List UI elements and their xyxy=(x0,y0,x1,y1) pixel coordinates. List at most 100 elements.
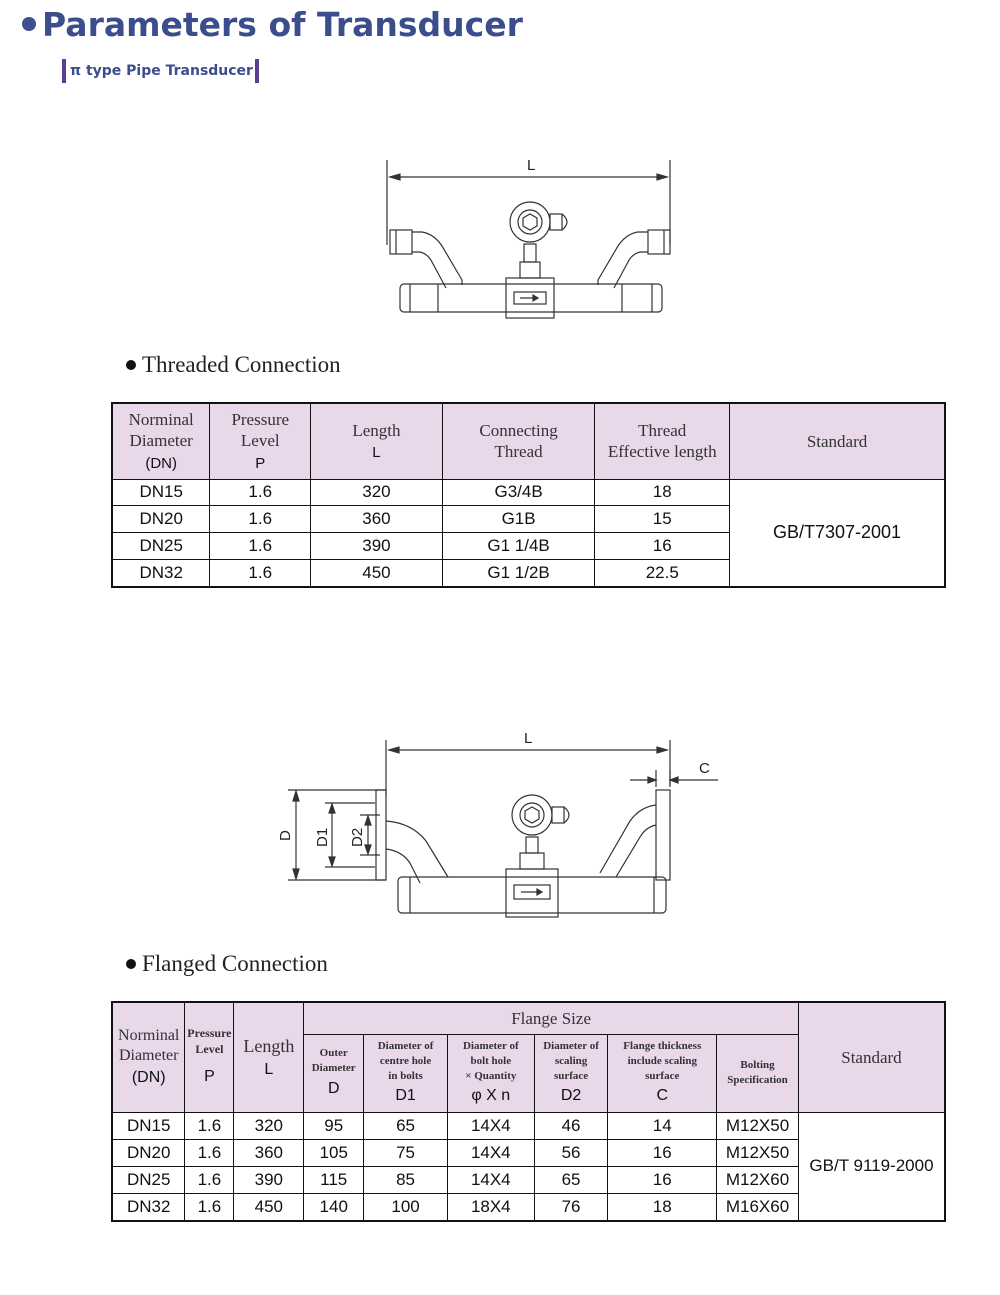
cell-bolt-hole: 14X4 xyxy=(446,1138,535,1167)
dimension-L-label: L xyxy=(524,730,532,747)
cell-sealing-surface: 56 xyxy=(533,1138,609,1167)
cell-pressure: 1.6 xyxy=(209,505,312,534)
cell-bolting: M12X50 xyxy=(716,1138,799,1167)
subtitle-row: π type Pipe Transducer xyxy=(62,58,259,84)
cell-standard: GB/T7307-2001 xyxy=(729,478,946,588)
col-length: Length L xyxy=(310,402,443,480)
dimension-D1-label: D1 xyxy=(314,828,331,847)
subtitle-left-bar xyxy=(62,59,66,83)
cell-sealing-surface: 46 xyxy=(533,1111,609,1140)
threaded-header-row: Norminal Diameter (DN) Pressure Level P … xyxy=(111,402,946,480)
cell-dn: DN20 xyxy=(111,1138,186,1167)
cell-flange-thickness: 16 xyxy=(607,1165,718,1194)
dimension-L-label: L xyxy=(527,157,535,174)
cell-flange-thickness: 18 xyxy=(607,1192,718,1222)
col-bolting-specification: Bolting Specification xyxy=(716,1033,799,1113)
dimension-D2-label: D2 xyxy=(349,828,366,847)
threaded-heading-text: Threaded Connection xyxy=(142,352,341,377)
cell-length: 360 xyxy=(233,1138,305,1167)
col-bolt-hole-quantity: Diameter of bolt hole × Quantity φ X n xyxy=(446,1033,535,1113)
cell-effective-length: 18 xyxy=(594,478,731,507)
cell-standard: GB/T 9119-2000 xyxy=(797,1111,946,1222)
table-row: DN25 1.6 390 115 85 14X4 65 16 M12X60 xyxy=(111,1165,945,1194)
col-flange-thickness: Flange thickness include scaling surface… xyxy=(607,1033,718,1113)
cell-thread: G1 1/4B xyxy=(441,532,596,560)
cell-pressure: 1.6 xyxy=(209,532,312,560)
cell-pressure: 1.6 xyxy=(184,1138,235,1167)
cell-flange-thickness: 16 xyxy=(607,1138,718,1167)
cell-thread: G1B xyxy=(441,505,596,534)
cell-effective-length: 15 xyxy=(594,505,731,534)
table-row: DN15 1.6 320 95 65 14X4 46 14 M12X50 GB/… xyxy=(111,1111,946,1222)
cell-thread: G1 1/2B xyxy=(441,558,596,588)
threaded-section-heading: Threaded Connection xyxy=(126,352,341,378)
page-title-row: Parameters of Transducer xyxy=(22,2,523,46)
page-subtitle: π type Pipe Transducer xyxy=(70,63,253,79)
flanged-section-heading: Flanged Connection xyxy=(126,951,328,977)
page-title: Parameters of Transducer xyxy=(42,4,523,44)
cell-dn: DN20 xyxy=(111,505,211,534)
threaded-connection-table: Norminal Diameter (DN) Pressure Level P … xyxy=(111,402,946,588)
cell-sealing-surface: 65 xyxy=(533,1165,609,1194)
cell-bolting: M12X50 xyxy=(716,1111,799,1140)
cell-length: 320 xyxy=(310,478,443,507)
cell-sealing-surface: 76 xyxy=(533,1192,609,1222)
cell-length: 390 xyxy=(310,532,443,560)
flanged-header-row-1: Norminal Diameter (DN) Pressure Level P … xyxy=(111,1001,946,1113)
cell-dn: DN25 xyxy=(111,1165,186,1194)
col-length: Length L xyxy=(233,1001,305,1113)
cell-dn: DN32 xyxy=(111,558,211,588)
col-thread-effective-length: Thread Effective length xyxy=(594,402,731,480)
section-bullet-icon xyxy=(126,959,136,969)
cell-pressure: 1.6 xyxy=(184,1165,235,1194)
bullet-dot-icon xyxy=(22,17,36,31)
section-bullet-icon xyxy=(126,360,136,370)
flanged-heading-text: Flanged Connection xyxy=(142,951,328,976)
table-row: DN32 1.6 450 G1 1/2B 22.5 xyxy=(111,558,945,588)
cell-length: 360 xyxy=(310,505,443,534)
cell-thread: G3/4B xyxy=(441,478,596,507)
cell-bolt-hole: 14X4 xyxy=(446,1165,535,1194)
dimension-D-label: D xyxy=(277,830,294,841)
cell-bolting: M16X60 xyxy=(716,1192,799,1222)
col-pressure-level: Pressure Level P xyxy=(209,402,312,480)
cell-outer-diameter: 140 xyxy=(303,1192,365,1222)
cell-pressure: 1.6 xyxy=(209,478,312,507)
table-row: DN32 1.6 450 140 100 18X4 76 18 M16X60 xyxy=(111,1192,945,1222)
flanged-header-row-2: Outer Diameter D Diameter of centre hole… xyxy=(112,1033,945,1113)
col-pressure-level: Pressure Level P xyxy=(184,1001,235,1113)
cell-bolting: M12X60 xyxy=(716,1165,799,1194)
col-centre-hole-diameter: Diameter of centre hole in bolts D1 xyxy=(363,1033,448,1113)
col-nominal-diameter: Norminal Diameter (DN) xyxy=(111,402,211,480)
col-group-flange-size: Flange Size xyxy=(303,1001,799,1035)
cell-dn: DN15 xyxy=(111,1111,186,1140)
table-row: DN20 1.6 360 105 75 14X4 56 16 M12X50 xyxy=(111,1138,945,1167)
cell-pressure: 1.6 xyxy=(184,1111,235,1140)
cell-centre-hole: 65 xyxy=(363,1111,448,1140)
cell-bolt-hole: 18X4 xyxy=(446,1192,535,1222)
table-row: DN20 1.6 360 G1B 15 xyxy=(111,505,945,534)
cell-centre-hole: 85 xyxy=(363,1165,448,1194)
threaded-transducer-drawing: L xyxy=(386,157,671,319)
col-connecting-thread: Connecting Thread xyxy=(441,402,596,480)
cell-outer-diameter: 95 xyxy=(303,1111,365,1140)
cell-dn: DN32 xyxy=(111,1192,186,1222)
flanged-transducer-drawing: L C D D1 D2 xyxy=(277,730,718,918)
cell-pressure: 1.6 xyxy=(209,558,312,588)
cell-length: 450 xyxy=(233,1192,305,1222)
cell-centre-hole: 100 xyxy=(363,1192,448,1222)
cell-outer-diameter: 115 xyxy=(303,1165,365,1194)
cell-effective-length: 22.5 xyxy=(594,558,731,588)
cell-pressure: 1.6 xyxy=(184,1192,235,1222)
cell-length: 450 xyxy=(310,558,443,588)
subtitle-right-bar xyxy=(254,59,259,83)
cell-length: 320 xyxy=(233,1111,305,1140)
cell-flange-thickness: 14 xyxy=(607,1111,718,1140)
cell-effective-length: 16 xyxy=(594,532,731,560)
table-row: DN15 1.6 320 G3/4B 18 GB/T7307-2001 xyxy=(111,478,946,588)
cell-outer-diameter: 105 xyxy=(303,1138,365,1167)
cell-length: 390 xyxy=(233,1165,305,1194)
cell-centre-hole: 75 xyxy=(363,1138,448,1167)
col-standard: Standard xyxy=(729,402,946,480)
col-outer-diameter: Outer Diameter D xyxy=(303,1033,365,1113)
